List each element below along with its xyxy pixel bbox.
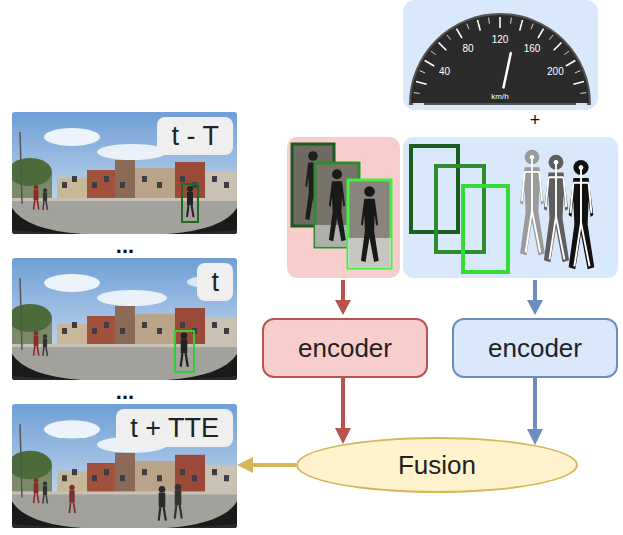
pedestrian-crops	[292, 144, 391, 268]
flow-arrow	[237, 457, 296, 473]
speed-number: 200	[547, 67, 564, 77]
crop-panel	[287, 137, 400, 278]
pose-panel	[403, 137, 618, 278]
video-frame: t - T	[12, 112, 237, 234]
time-tag: t - T	[157, 117, 233, 155]
input-arrow	[335, 280, 351, 315]
flow-arrow	[527, 378, 543, 445]
video-frame: t	[12, 258, 237, 380]
encoder-box: encoder	[262, 318, 428, 378]
video-frame: t + TTE	[12, 404, 237, 528]
ellipsis: ...	[116, 381, 134, 403]
ellipsis: ...	[116, 235, 134, 257]
speed-number: 80	[462, 44, 473, 54]
input-arrow	[527, 280, 543, 315]
speed-number: 40	[439, 67, 450, 77]
speed-number: 160	[524, 44, 541, 54]
unit-label: km/h	[491, 93, 508, 101]
time-tag: t	[197, 263, 233, 301]
bounding-boxes	[411, 146, 508, 272]
pose-skeletons	[520, 150, 594, 269]
fusion-ellipse: Fusion	[296, 437, 578, 493]
fusion-label: Fusion	[398, 450, 476, 481]
encoder-box: encoder	[452, 318, 618, 378]
flow-arrow	[335, 378, 351, 444]
speed-panel: 40 80 120 160 200 km/h	[403, 0, 598, 110]
speed-number: 120	[492, 35, 509, 45]
encoder-label: encoder	[298, 333, 392, 364]
time-tag: t + TTE	[116, 409, 233, 447]
plus-sign: +	[530, 111, 541, 129]
encoder-label: encoder	[488, 333, 582, 364]
